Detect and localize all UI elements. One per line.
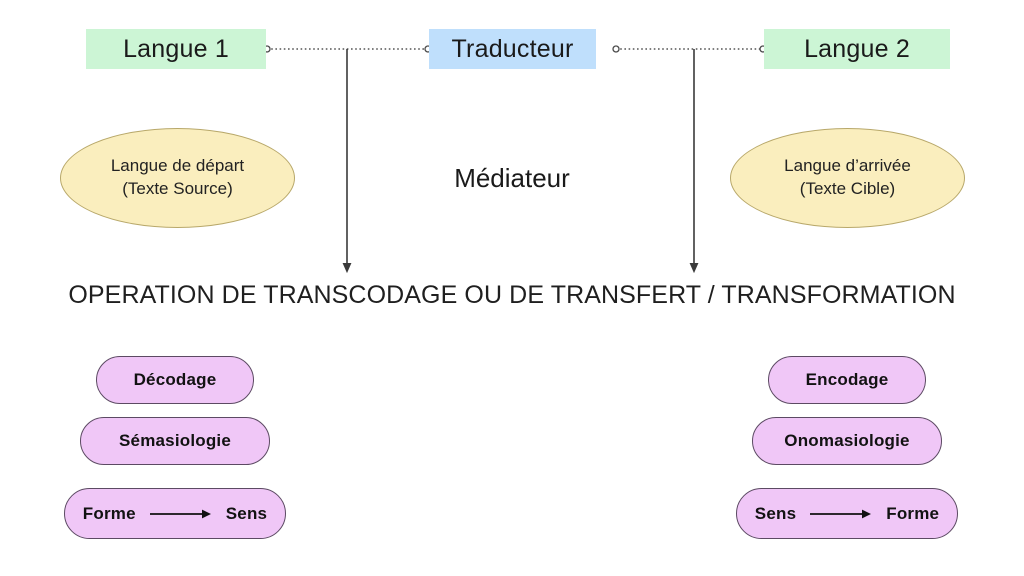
node-langue-2[interactable]: Langue 2: [764, 29, 950, 69]
ellipse-source-line-1: Langue de départ: [110, 156, 245, 176]
connector-langue1-traducteur: [263, 45, 432, 53]
pill-encodage-label: Encodage: [805, 370, 889, 389]
pill-forme-vers-sens[interactable]: Forme Sens: [64, 488, 286, 539]
ellipse-cible-line-1: Langue d’arrivée: [784, 156, 911, 176]
pill-forme-sens-to: Sens: [225, 503, 268, 523]
pill-decodage-label: Décodage: [133, 370, 217, 389]
right-arrow-icon: [149, 509, 211, 518]
pill-onomasiologie-label: Onomasiologie: [784, 431, 910, 450]
right-arrow-icon: [810, 509, 872, 518]
pill-sens-forme-to: Forme: [886, 503, 940, 523]
node-langue-1-label: Langue 1: [123, 34, 229, 63]
pill-encodage[interactable]: Encodage: [768, 356, 926, 404]
node-traducteur[interactable]: Traducteur: [429, 29, 596, 69]
connector-traducteur-langue2: [612, 45, 767, 53]
node-langue-1[interactable]: Langue 1: [86, 29, 266, 69]
pill-forme-sens-from: Forme: [82, 503, 136, 523]
pill-decodage[interactable]: Décodage: [96, 356, 254, 404]
ellipse-langue-de-depart[interactable]: Langue de départ (Texte Source): [60, 128, 295, 228]
pill-forme-sens-row: Forme Sens: [83, 504, 267, 524]
pill-sens-vers-forme[interactable]: Sens Forme: [736, 488, 958, 539]
ellipse-langue-d-arrivee[interactable]: Langue d’arrivée (Texte Cible): [730, 128, 965, 228]
pill-sens-forme-row: Sens Forme: [755, 504, 939, 524]
operation-title: OPERATION DE TRANSCODAGE OU DE TRANSFERT…: [68, 281, 956, 309]
pill-semasiologie[interactable]: Sémasiologie: [80, 417, 270, 465]
node-langue-2-label: Langue 2: [804, 34, 910, 63]
pill-semasiologie-label: Sémasiologie: [119, 431, 231, 450]
pill-sens-forme-from: Sens: [754, 503, 797, 523]
pill-onomasiologie[interactable]: Onomasiologie: [752, 417, 942, 465]
label-mediateur: Médiateur: [454, 163, 570, 193]
node-traducteur-label: Traducteur: [451, 34, 574, 63]
ellipse-cible-line-2: (Texte Cible): [799, 179, 896, 198]
ellipse-source-line-2: (Texte Source): [122, 179, 233, 198]
